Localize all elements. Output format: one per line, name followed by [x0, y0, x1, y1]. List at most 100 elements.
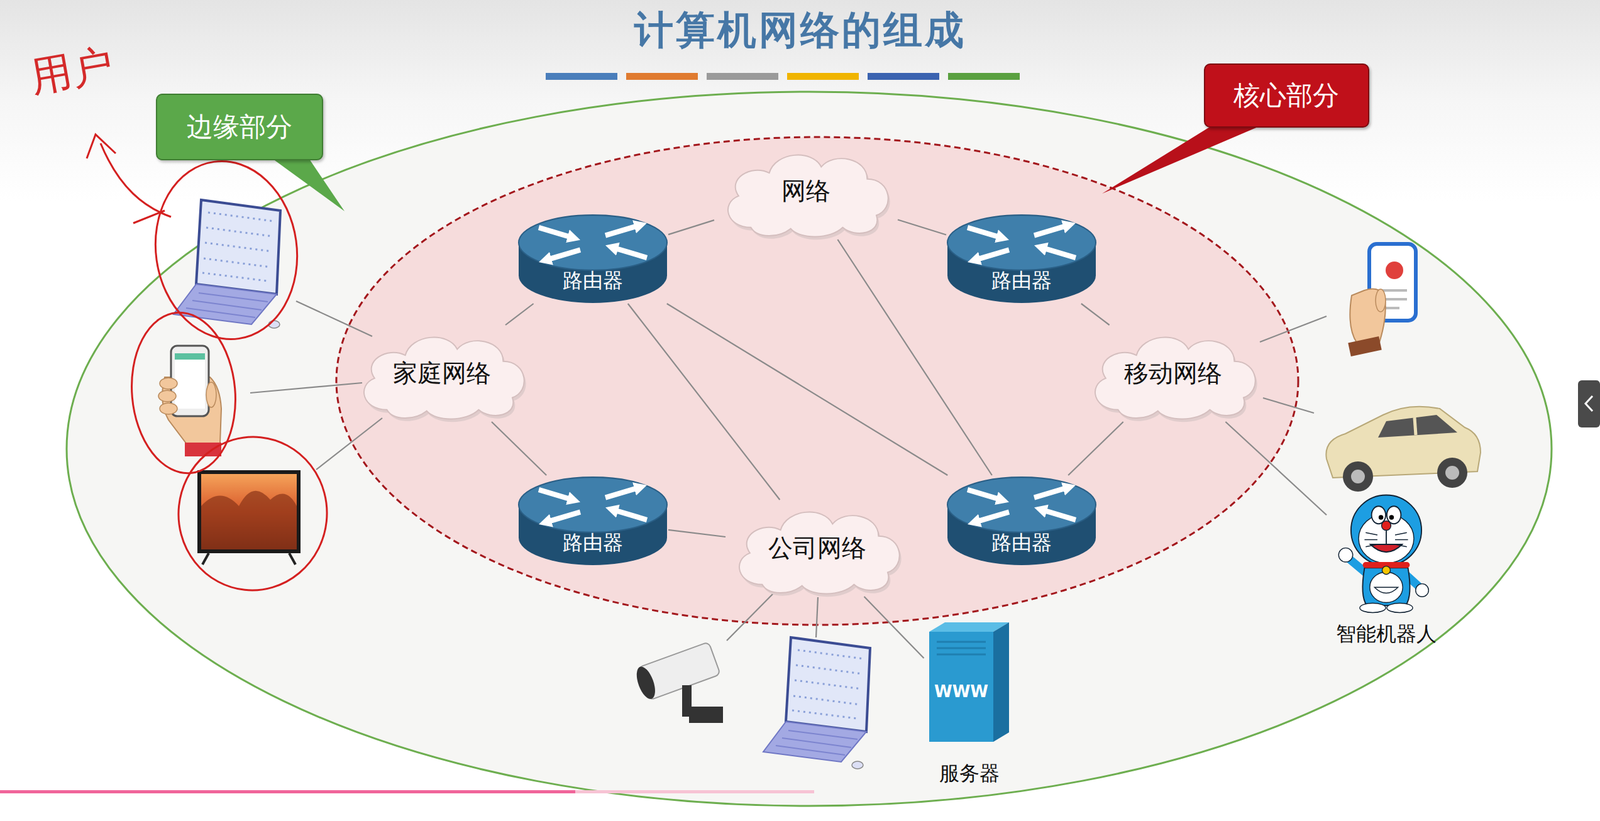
laptop-icon	[775, 730, 858, 756]
router-arrows	[611, 509, 647, 520]
laptop-icon	[851, 761, 864, 769]
cloud-shape	[1095, 337, 1256, 420]
laptop-icon	[785, 637, 871, 732]
network-cloud: 公司网络	[725, 499, 910, 597]
car-icon	[1342, 461, 1374, 492]
color-bar	[626, 72, 698, 80]
camera-icon	[633, 641, 721, 702]
color-bar	[545, 72, 1020, 80]
mobile-phone-icon	[1347, 336, 1382, 357]
network-cloud: 家庭网络	[350, 325, 534, 422]
node-label: 智能机器人	[1335, 620, 1437, 649]
color-bar	[787, 72, 859, 80]
router-arrows	[1034, 225, 1070, 236]
mobile-phone-icon	[1385, 261, 1404, 280]
core-region-ellipse	[336, 137, 1299, 625]
camera-icon	[633, 641, 723, 723]
handwritten-note: 用户	[30, 42, 114, 100]
node-label: 核心部分	[1233, 77, 1340, 114]
tv-icon	[197, 470, 301, 554]
network-cloud: 网络	[714, 142, 898, 240]
node-label: 路由器	[991, 267, 1052, 295]
edge-region-ellipse	[66, 91, 1552, 806]
laptop-icon	[763, 637, 871, 769]
router-arrows	[538, 487, 647, 523]
hand-annotation	[133, 210, 165, 224]
router-shape	[518, 477, 668, 533]
connector-line	[628, 303, 781, 500]
handwritten-note: 用户	[25, 35, 118, 107]
laptop-icon	[202, 212, 275, 282]
router-arrows	[967, 489, 1003, 501]
laptop-icon	[792, 650, 864, 719]
camera-icon	[689, 706, 723, 723]
connector-line	[897, 220, 947, 236]
side-tab	[1577, 380, 1600, 428]
node-label: 路由器	[562, 267, 624, 295]
router-arrows	[538, 225, 647, 261]
node-label: 公司网络	[768, 531, 867, 566]
edge-region-ellipse	[66, 91, 1552, 806]
connector-line	[505, 303, 534, 326]
hand-annotation	[86, 134, 335, 598]
connector-line	[864, 596, 925, 659]
callout-tail	[1102, 116, 1264, 194]
router-arrows	[545, 249, 581, 261]
connector-line	[1225, 421, 1327, 515]
node-label: 服务器	[939, 760, 1000, 788]
router-node: 路由器	[517, 475, 669, 566]
callout-box: 边缘部分	[155, 93, 324, 161]
router-arrows	[973, 249, 1010, 261]
car-icon	[1445, 465, 1460, 480]
robot-picture	[1326, 490, 1446, 617]
tv-icon	[201, 491, 297, 550]
router-arrows	[967, 225, 1076, 261]
laptop-icon	[173, 199, 281, 329]
tv-icon	[202, 553, 209, 565]
hand-annotation	[125, 308, 243, 478]
tv-icon	[201, 474, 297, 550]
mobile-phone-icon	[1347, 243, 1416, 357]
hand-phone-icon	[159, 377, 178, 390]
device-link	[816, 597, 818, 638]
server-node: WWW 服务器	[924, 619, 1016, 792]
car-icon	[1414, 417, 1416, 436]
side-tab	[1585, 396, 1593, 412]
router-arrows	[967, 227, 1003, 239]
color-bar	[706, 72, 779, 80]
laptop-icon	[196, 199, 281, 295]
callout-box: 核心部分	[1203, 63, 1370, 128]
router-arrows	[605, 225, 641, 236]
router-arrows	[1040, 509, 1076, 520]
node-label: 路由器	[991, 529, 1052, 558]
connector-line	[668, 529, 726, 537]
device-link	[250, 301, 1327, 641]
server-label: WWW	[934, 682, 989, 701]
hand-phone-icon	[174, 353, 205, 360]
device-link	[316, 418, 383, 470]
callout-tail	[270, 157, 345, 212]
car-icon	[1378, 414, 1458, 438]
cloud-shape	[364, 337, 525, 420]
device-link	[1259, 316, 1327, 343]
device-link	[250, 382, 363, 393]
node-label: 网络	[781, 174, 831, 209]
laptop-icon	[173, 284, 277, 325]
node-label: 边缘部分	[186, 109, 293, 145]
device-link	[1263, 397, 1314, 414]
node-label: 家庭网络	[392, 356, 492, 391]
router-arrows	[1040, 247, 1076, 258]
side-tab	[1577, 380, 1600, 428]
router-shape	[947, 215, 1096, 271]
hand-phone-icon	[206, 382, 217, 408]
car-icon	[1351, 469, 1365, 484]
connector-line	[1081, 303, 1110, 326]
tv-icon	[197, 470, 301, 565]
router-arrows	[611, 247, 647, 258]
router-arrows	[605, 487, 641, 498]
progress-bar	[0, 790, 815, 794]
color-bar	[948, 72, 1020, 80]
progress-bar	[575, 790, 815, 794]
connector-line	[1068, 421, 1124, 476]
